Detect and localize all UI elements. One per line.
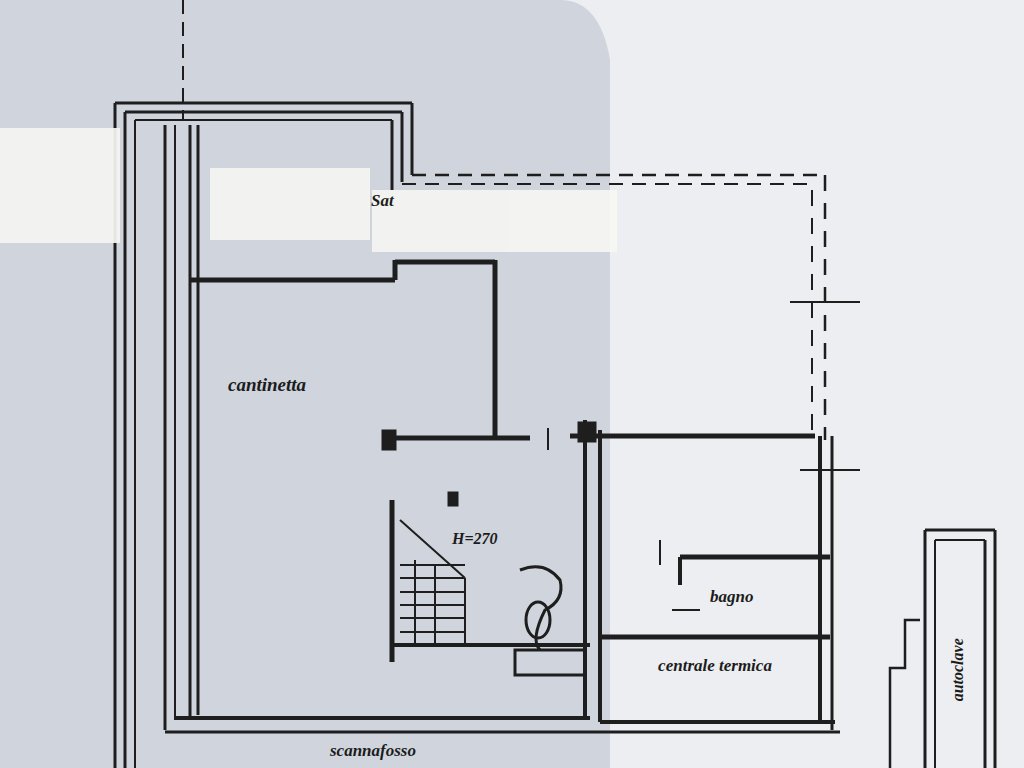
room-name: autoclave	[949, 638, 967, 701]
walls	[115, 0, 995, 768]
room-name: cantinetta	[228, 375, 306, 396]
area-label: scannafosso	[330, 742, 416, 761]
shadow	[0, 0, 610, 768]
tape-text: Sat	[371, 192, 394, 211]
height-note: H=270	[452, 530, 498, 548]
tape	[0, 128, 617, 252]
room-name: centrale termica	[640, 657, 790, 676]
room-name: bagno	[710, 588, 753, 607]
